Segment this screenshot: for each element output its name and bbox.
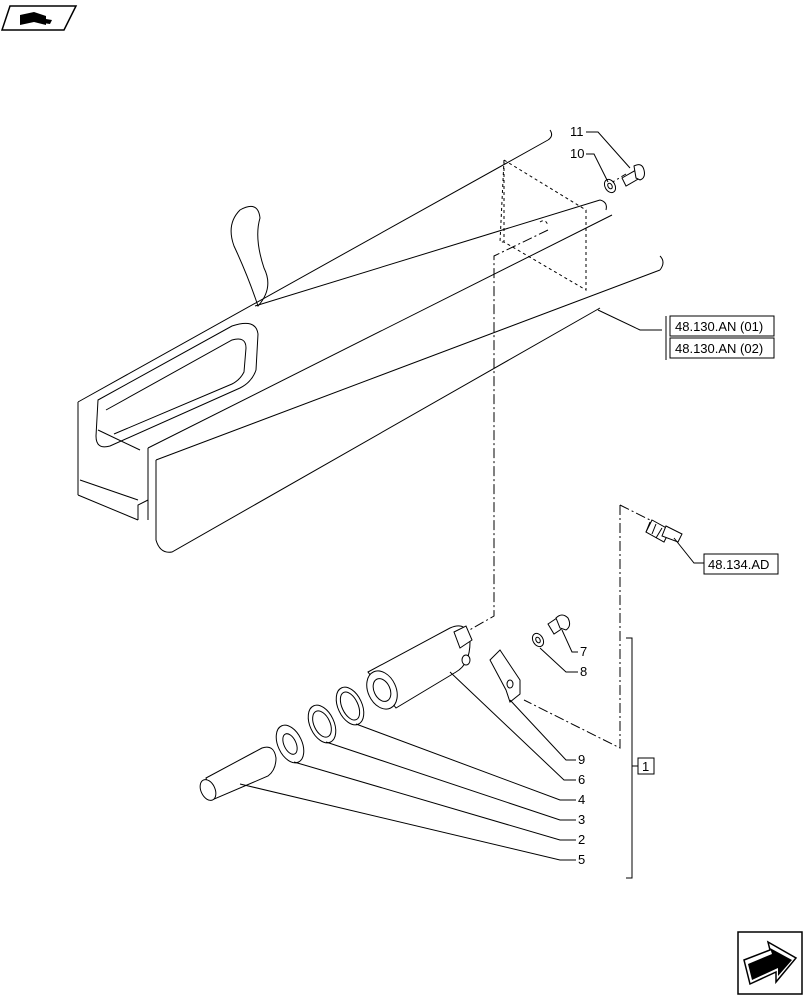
washer-part-8 [531,632,545,648]
ref-48-130-an-01[interactable]: 48.130.AN (01) [669,315,775,337]
svg-text:48.130.AN (01): 48.130.AN (01) [675,319,763,334]
grease-fitting [645,519,683,543]
callout-6: 6 [578,772,585,787]
bushing-part-6 [366,625,473,710]
callout-3: 3 [578,812,585,827]
fitting-drop-line [523,505,621,749]
leader-lines [239,131,704,879]
book-hand-icon[interactable] [0,5,78,31]
bolt-part-7 [547,614,571,635]
next-page-arrow-icon[interactable] [737,931,803,995]
ring-part-3 [307,704,337,744]
circlip-part-4 [335,686,365,726]
callout-7: 7 [580,644,587,659]
seal-part-2 [275,724,305,764]
ref-48-130-an-02[interactable]: 48.130.AN (02) [669,337,775,359]
callout-8: 8 [580,664,587,679]
bolt-part-11 [621,164,645,187]
svg-text:48.134.AD: 48.134.AD [708,557,769,572]
callout-10: 10 [570,146,584,161]
boom-assembly [77,129,664,553]
pin-part-5 [199,746,277,801]
pin-axis-line [465,229,549,633]
callout-2: 2 [578,832,585,847]
callout-9: 9 [578,752,585,767]
washer-part-10 [603,178,617,194]
callout-4: 4 [578,792,585,807]
lock-plate-part-9 [489,649,521,703]
svg-text:1: 1 [642,759,649,774]
callout-11: 11 [570,124,584,139]
group-ref-box: 1 [637,757,655,775]
callout-5: 5 [578,852,585,867]
svg-text:48.130.AN (02): 48.130.AN (02) [675,341,763,356]
ref-48-134-ad[interactable]: 48.134.AD [703,553,779,575]
